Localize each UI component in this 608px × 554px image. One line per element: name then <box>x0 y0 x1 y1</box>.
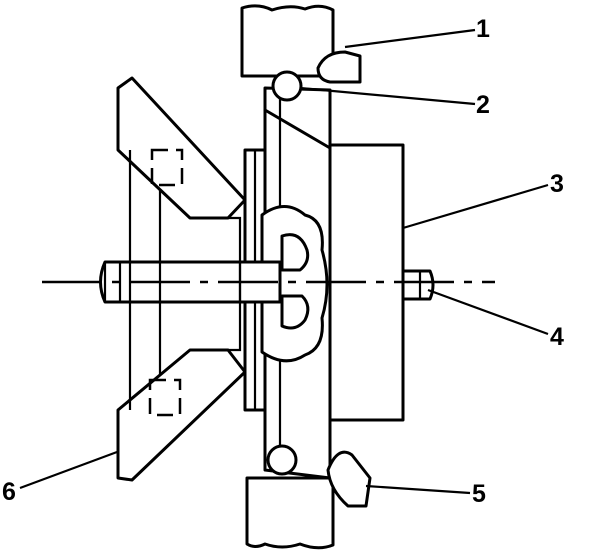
callout-4: 4 <box>550 323 564 351</box>
bottom-ball <box>266 444 298 476</box>
adjusting-screw <box>401 269 435 301</box>
callout-5: 5 <box>472 480 486 508</box>
leader-lines <box>19 28 549 495</box>
central-hub <box>260 205 329 363</box>
top-clamp <box>316 50 362 84</box>
lever-tool <box>116 76 247 482</box>
bottom-block <box>245 476 335 550</box>
callout-2: 2 <box>476 91 490 119</box>
callout-1: 1 <box>476 15 490 43</box>
top-ball <box>271 70 303 102</box>
callout-6: 6 <box>2 478 16 506</box>
bottom-clamp <box>326 450 372 508</box>
callout-3: 3 <box>550 170 564 198</box>
top-block <box>240 4 335 78</box>
